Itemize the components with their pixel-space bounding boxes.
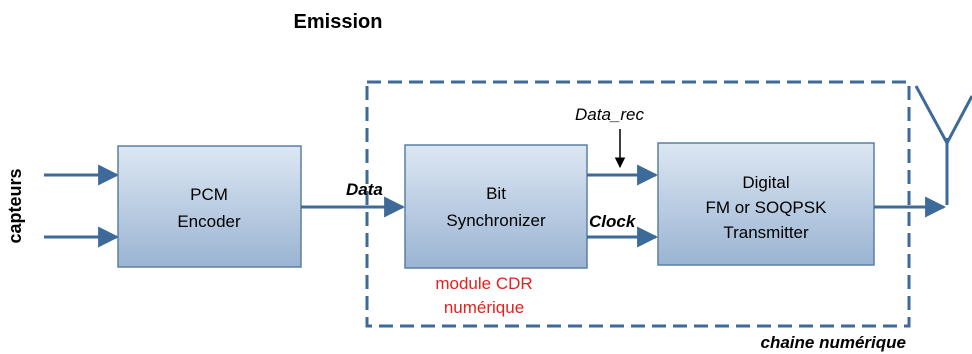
clock-signal-label: Clock [589, 212, 637, 231]
digital-chain-label: chaine numérique [761, 333, 906, 352]
transmitter-line1: Digital [742, 173, 789, 192]
bit-synchronizer-line2: Synchronizer [446, 211, 546, 230]
transmitter-block: Digital FM or SOQPSK Transmitter [657, 142, 875, 266]
pcm-encoder-line2: Encoder [177, 212, 241, 231]
data-signal-label: Data [346, 180, 383, 199]
antenna-icon [914, 85, 972, 205]
digital-chain-border [365, 80, 911, 328]
transmitter-line2: FM or SOQPSK [706, 198, 828, 217]
module-cdr-line1: module CDR [435, 274, 532, 293]
module-cdr-line2: numérique [444, 298, 524, 317]
bit-synchronizer-line1: Bit [486, 184, 506, 203]
pcm-encoder-line1: PCM [190, 185, 228, 204]
data-rec-label: Data_rec [575, 105, 644, 124]
pcm-encoder-block: PCM Encoder [117, 145, 302, 268]
transmitter-line3: Transmitter [723, 223, 809, 242]
capteurs-label: capteurs [5, 168, 25, 243]
diagram-title: Emission [294, 11, 383, 33]
bit-synchronizer-block: Bit Synchronizer [404, 144, 588, 269]
